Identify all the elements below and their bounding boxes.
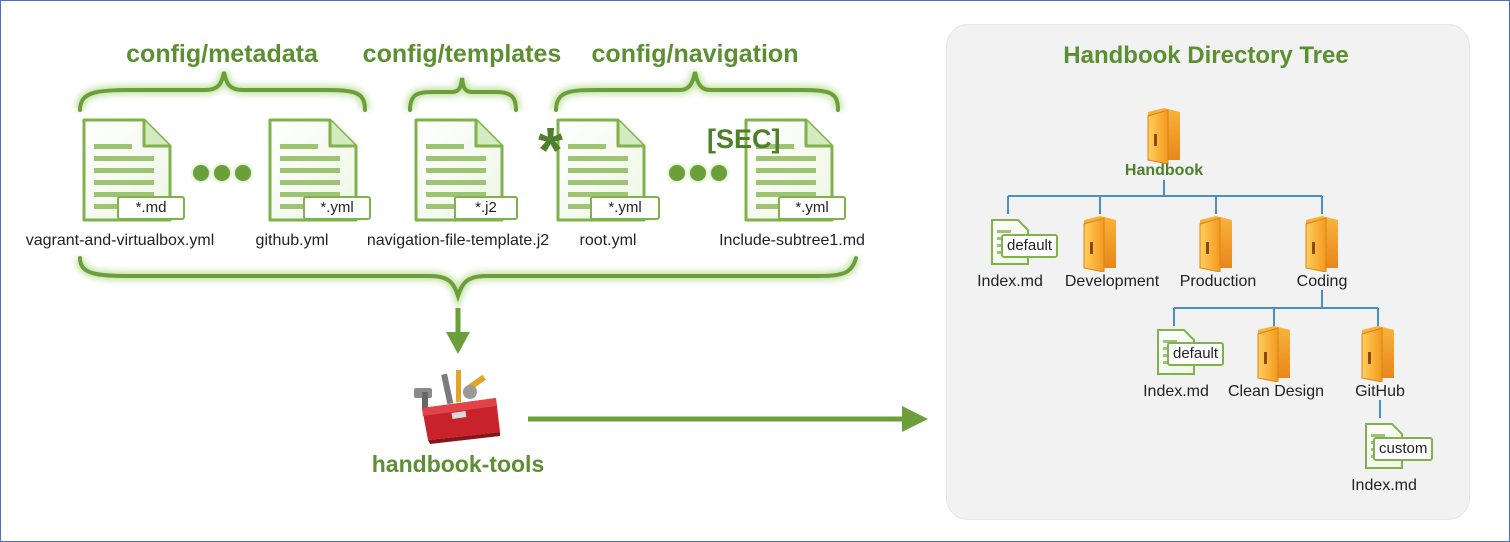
ext-badge-4: *.yml <box>590 196 660 220</box>
file-label-4: root.yml <box>579 232 637 249</box>
group-label-metadata: config/metadata <box>126 40 318 68</box>
tree-node-github: GitHub <box>1355 383 1405 400</box>
folder-icon-github <box>1358 324 1398 387</box>
file-label-3: navigation-file-template.j2 <box>366 232 550 249</box>
document-icon-3 <box>414 118 504 227</box>
ellipsis-dots-2 <box>669 165 732 186</box>
document-icon-4 <box>556 118 646 227</box>
ellipsis-dots-1 <box>193 165 256 186</box>
tag-custom: custom <box>1373 437 1434 461</box>
document-icon-2 <box>268 118 358 227</box>
file-label-1: vagrant-and-virtualbox.yml <box>25 232 215 249</box>
group-label-templates: config/templates <box>362 40 562 68</box>
tree-node-coding: Coding <box>1296 273 1348 290</box>
sec-marker: [SEC] <box>707 124 781 154</box>
folder-icon-production <box>1196 214 1236 277</box>
tree-title: Handbook Directory Tree <box>1063 42 1349 69</box>
file-label-2: github.yml <box>255 232 329 249</box>
tree-node-development: Development <box>1064 273 1160 290</box>
tree-node-index-3: Index.md <box>1351 477 1417 494</box>
ext-badge-3: *.j2 <box>454 196 518 220</box>
tag-default-1: default <box>1001 234 1059 258</box>
ext-badge-1: *.md <box>117 196 185 220</box>
file-label-5: Include-subtree1.md <box>719 232 865 249</box>
bottom-brace-and-arrows <box>75 256 928 432</box>
tree-node-clean-design: Clean Design <box>1227 383 1325 400</box>
folder-icon-development <box>1080 214 1120 277</box>
top-braces <box>75 70 843 112</box>
document-icon-1 <box>82 118 172 227</box>
folder-icon-clean-design <box>1254 324 1294 387</box>
toolbox-icon <box>408 366 508 449</box>
tag-default-2: default <box>1167 342 1225 366</box>
tools-label: handbook-tools <box>371 451 545 477</box>
ext-badge-2: *.yml <box>303 196 371 220</box>
ext-badge-5: *.yml <box>778 196 846 220</box>
asterisk-marker: * <box>538 114 563 186</box>
folder-icon-handbook <box>1144 106 1184 169</box>
tree-root-label: Handbook <box>1124 162 1204 179</box>
tree-node-index-2: Index.md <box>1143 383 1209 400</box>
group-label-navigation: config/navigation <box>591 40 799 68</box>
tree-node-production: Production <box>1179 273 1257 290</box>
tree-node-index-1: Index.md <box>977 273 1043 290</box>
folder-icon-coding <box>1302 214 1342 277</box>
document-icon-5 <box>744 118 834 227</box>
